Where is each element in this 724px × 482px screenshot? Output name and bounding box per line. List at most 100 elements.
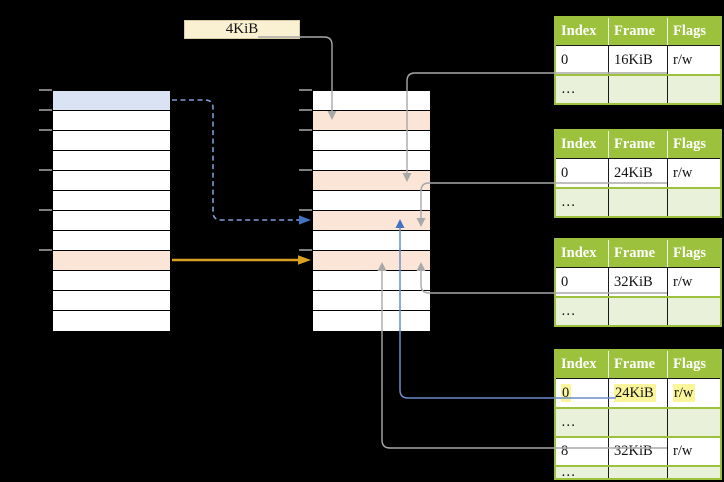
table-row: 0 24KiB r/w	[556, 158, 720, 187]
pm-axis-tick	[299, 129, 312, 131]
cell-index: …	[561, 303, 576, 320]
pm-axis-tick	[299, 109, 312, 111]
pm-row	[313, 311, 430, 331]
table-row-ellipsis: …	[556, 74, 720, 103]
table-header-row: Index Frame Flags	[556, 240, 720, 267]
vm-row	[53, 231, 170, 251]
vm-axis-tick	[39, 89, 52, 91]
cell-index: 8	[561, 443, 569, 460]
vm-axis-tick	[39, 109, 52, 111]
pm-axis-tick	[299, 89, 312, 91]
table-header-row: Index Frame Flags	[556, 131, 720, 158]
pm-row	[313, 271, 430, 291]
vm-row-mapped-orange	[53, 251, 170, 271]
cell-frame	[608, 409, 667, 436]
table-row: 0 16KiB r/w	[556, 45, 720, 74]
header-index: Index	[561, 356, 597, 372]
vm-axis-tick	[39, 209, 52, 211]
cell-frame	[608, 76, 667, 103]
header-index: Index	[561, 245, 597, 261]
cell-index: 0	[561, 51, 569, 68]
pm-row	[313, 131, 430, 151]
pm-frame-4kib	[313, 111, 430, 131]
cell-index: …	[561, 465, 576, 478]
cell-index: 0	[561, 273, 569, 290]
header-flags: Flags	[667, 351, 720, 378]
cell-frame	[608, 467, 667, 478]
table-row-ellipsis: …	[556, 187, 720, 216]
pm-frame-24kib	[313, 211, 430, 231]
page-size-label: 4KiB	[184, 20, 300, 39]
cell-flags: r/w	[667, 438, 720, 465]
page-size-label-text: 4KiB	[225, 21, 259, 37]
table-row: 0 32KiB r/w	[556, 267, 720, 296]
pm-row	[313, 151, 430, 171]
cell-flags: r/w	[667, 159, 720, 187]
table-header-row: Index Frame Flags	[556, 351, 720, 378]
cell-flags: r/w	[667, 268, 720, 296]
cell-flags	[667, 189, 720, 216]
cell-index: 0	[561, 164, 569, 181]
pm-frame-16kib	[313, 171, 430, 191]
physical-memory-column	[312, 90, 431, 332]
cell-flags: r/w	[667, 46, 720, 74]
vm-row	[53, 151, 170, 171]
pm-axis-tick	[299, 249, 312, 251]
cell-flags	[667, 467, 720, 478]
cell-index: …	[561, 81, 576, 98]
table-row-ellipsis: …	[556, 407, 720, 436]
page-table-level1: Index Frame Flags 0 24KiB r/w … 8 32KiB …	[554, 349, 722, 480]
cell-frame: 24KiB	[608, 159, 667, 187]
table-row-highlighted: 0 24KiB r/w	[556, 378, 720, 407]
page-table-16kib: Index Frame Flags 0 16KiB r/w …	[554, 16, 722, 105]
header-flags: Flags	[667, 18, 720, 45]
cell-frame: 32KiB	[608, 268, 667, 296]
pm-row	[313, 91, 430, 111]
arrowhead-right-icon	[298, 255, 311, 265]
header-frame: Frame	[608, 240, 667, 267]
table-row: 8 32KiB r/w	[556, 436, 720, 465]
vm-row	[53, 271, 170, 291]
cell-index: …	[561, 414, 576, 431]
cell-index: 0	[561, 384, 572, 402]
pm-axis-tick	[299, 169, 312, 171]
cell-frame: 32KiB	[608, 438, 667, 465]
table-row-ellipsis: …	[556, 296, 720, 325]
cell-frame	[608, 298, 667, 325]
table-row-ellipsis: …	[556, 465, 720, 478]
header-frame: Frame	[608, 18, 667, 45]
header-frame: Frame	[608, 131, 667, 158]
header-flags: Flags	[667, 131, 720, 158]
pm-axis-tick	[299, 209, 312, 211]
arrowhead-right-icon	[299, 215, 311, 225]
arrow-vm-blue-to-pm-dashed	[172, 99, 299, 221]
virtual-memory-column	[52, 90, 171, 332]
header-flags: Flags	[667, 240, 720, 267]
cell-frame	[608, 189, 667, 216]
vm-row	[53, 311, 170, 331]
vm-row	[53, 291, 170, 311]
pm-row	[313, 231, 430, 251]
cell-frame: 16KiB	[608, 46, 667, 74]
cell-frame: 24KiB	[608, 379, 667, 407]
page-table-24kib: Index Frame Flags 0 24KiB r/w …	[554, 129, 722, 218]
vm-axis-tick	[39, 249, 52, 251]
cell-flags: r/w	[667, 379, 720, 407]
vm-row	[53, 131, 170, 151]
vm-row	[53, 191, 170, 211]
header-index: Index	[561, 23, 597, 39]
vm-row-mapped-blue	[53, 91, 170, 111]
vm-row	[53, 211, 170, 231]
pm-frame-32kib	[313, 251, 430, 271]
header-frame: Frame	[608, 351, 667, 378]
pm-row	[313, 191, 430, 211]
page-table-32kib: Index Frame Flags 0 32KiB r/w …	[554, 238, 722, 327]
header-index: Index	[561, 136, 597, 152]
vm-row	[53, 171, 170, 191]
vm-axis-tick	[39, 129, 52, 131]
cell-flags	[667, 298, 720, 325]
cell-flags	[667, 76, 720, 103]
cell-index: …	[561, 194, 576, 211]
vm-axis-tick	[39, 169, 52, 171]
